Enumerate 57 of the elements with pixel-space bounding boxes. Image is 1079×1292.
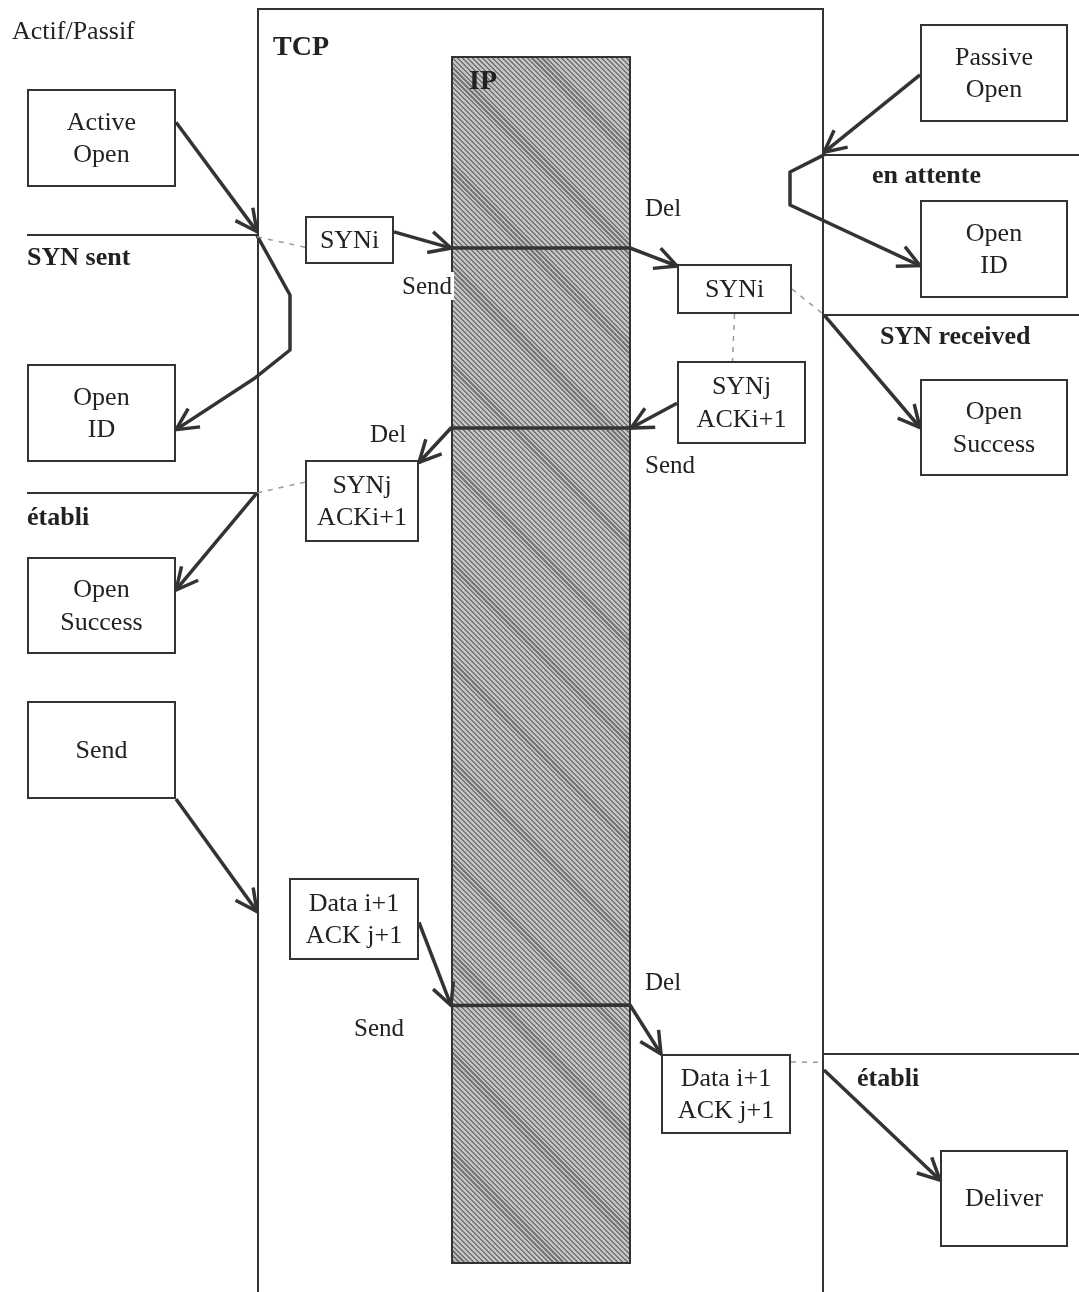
heading-label: Actif/Passif (12, 17, 135, 46)
state-box (305, 460, 419, 542)
state-box (27, 364, 176, 462)
arrow (822, 313, 922, 430)
arrow (174, 121, 259, 234)
state-box (27, 89, 176, 187)
box-label: Data i+1 ACK j+1 (304, 886, 404, 951)
box-label: Passive Open (954, 40, 1034, 105)
box-label: SYNj ACKi+1 (316, 468, 408, 533)
state-box (920, 200, 1068, 298)
arrow (451, 246, 679, 271)
box-label: Active Open (65, 105, 138, 170)
arrow (788, 153, 922, 269)
state-box (677, 264, 792, 314)
state-label: établi (27, 503, 90, 532)
arrow (417, 921, 456, 1008)
state-box (27, 557, 176, 654)
arrow (629, 401, 678, 430)
state-box (305, 216, 394, 264)
state-box (661, 1054, 791, 1134)
arrow (174, 234, 292, 432)
layer-title: TCP (273, 32, 329, 60)
state-box (27, 701, 176, 799)
state-label: en attente (872, 161, 981, 190)
box-label: Data i+1 ACK j+1 (676, 1061, 776, 1126)
connector-line (256, 236, 306, 248)
layer-band (451, 56, 631, 1264)
connector-line (256, 481, 306, 494)
box-label: SYNi (319, 223, 380, 256)
box-label: SYNi (704, 272, 765, 305)
arrow (451, 1003, 663, 1056)
box-label: Deliver (965, 1182, 1043, 1215)
layer-title: IP (469, 66, 497, 94)
box-label: Open Success (59, 573, 144, 638)
state-label: établi (857, 1064, 920, 1093)
arrow (174, 797, 259, 914)
state-label: SYN sent (27, 243, 131, 272)
arrow (174, 491, 259, 592)
state-box (289, 878, 419, 960)
state-box (677, 361, 806, 444)
arrow (822, 73, 922, 155)
state-box (920, 24, 1068, 122)
arrow (393, 230, 453, 255)
box-label: Send (75, 733, 128, 766)
connector-line (791, 288, 825, 316)
state-label: SYN received (880, 322, 1031, 351)
box-label: Open Success (951, 395, 1037, 460)
box-label: Open ID (72, 380, 131, 445)
connector-line (731, 313, 736, 362)
layer-frame (257, 8, 824, 1292)
edge-label: Send (400, 272, 454, 300)
state-box (940, 1150, 1068, 1247)
box-label: SYNj ACKi+1 (695, 370, 788, 435)
arrow (417, 426, 631, 465)
arrow (822, 1068, 942, 1182)
state-box (920, 379, 1068, 476)
box-label: Open ID (964, 216, 1024, 281)
